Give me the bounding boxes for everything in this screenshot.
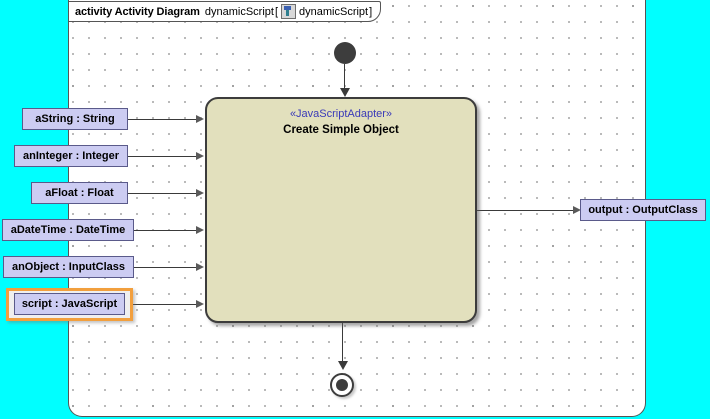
input-pin-aninteger[interactable]: anInteger : Integer <box>14 145 128 167</box>
initial-node[interactable] <box>334 42 356 64</box>
input-pin-label: anObject : InputClass <box>11 261 126 273</box>
input-pin-adatetime[interactable]: aDateTime : DateTime <box>2 219 134 241</box>
input-pin-label: aString : String <box>35 113 115 125</box>
input-pin-afloat[interactable]: aFloat : Float <box>31 182 128 204</box>
diagram-title-tab[interactable]: activity Activity Diagram dynamicScript … <box>68 1 382 22</box>
arrowhead-right-anobject <box>196 263 204 271</box>
output-pin-label: output : OutputClass <box>588 204 698 216</box>
input-pin-label: anInteger : Integer <box>23 150 119 162</box>
flow-anobject-to-activity <box>134 267 198 268</box>
activity-stereotype: «JavaScriptAdapter» <box>289 108 393 120</box>
uml-activity-icon <box>281 4 297 19</box>
arrowhead-right-afloat <box>196 189 204 197</box>
diagram-name: dynamicScript <box>204 5 274 18</box>
input-pin-script[interactable]: script : JavaScript <box>14 293 125 315</box>
activity-node-create-simple-object[interactable]: «JavaScriptAdapter» Create Simple Object <box>205 97 477 323</box>
flow-adatetime-to-activity <box>134 230 198 231</box>
flow-initial-to-activity <box>344 64 345 90</box>
activity-name: Create Simple Object <box>283 124 399 136</box>
flow-script-to-activity <box>133 304 198 305</box>
bracket-close: ] <box>369 5 373 18</box>
input-pin-anobject[interactable]: anObject : InputClass <box>3 256 134 278</box>
output-pin-output[interactable]: output : OutputClass <box>580 199 706 221</box>
arrowhead-right-output <box>573 206 581 214</box>
input-pin-label: script : JavaScript <box>21 298 118 310</box>
flow-afloat-to-activity <box>128 193 198 194</box>
diagram-keyword: activity Activity Diagram <box>75 5 200 18</box>
input-pin-astring[interactable]: aString : String <box>22 108 128 130</box>
arrowhead-right-adatetime <box>196 226 204 234</box>
arrowhead-right-aninteger <box>196 152 204 160</box>
flow-activity-to-output <box>477 210 577 211</box>
flow-aninteger-to-activity <box>128 156 198 157</box>
arrowhead-right-script <box>196 300 204 308</box>
arrowhead-down-final <box>338 361 348 370</box>
bracket-open: [ <box>274 5 279 18</box>
flow-activity-to-final <box>342 323 343 363</box>
diagram-inner-name: dynamicScript <box>299 5 369 18</box>
input-pin-label: aDateTime : DateTime <box>10 224 126 236</box>
flow-astring-to-activity <box>128 119 198 120</box>
input-pin-label: aFloat : Float <box>45 187 114 199</box>
arrowhead-right-astring <box>196 115 204 123</box>
arrowhead-down-initial <box>340 88 350 97</box>
activity-final-node[interactable] <box>330 373 354 397</box>
